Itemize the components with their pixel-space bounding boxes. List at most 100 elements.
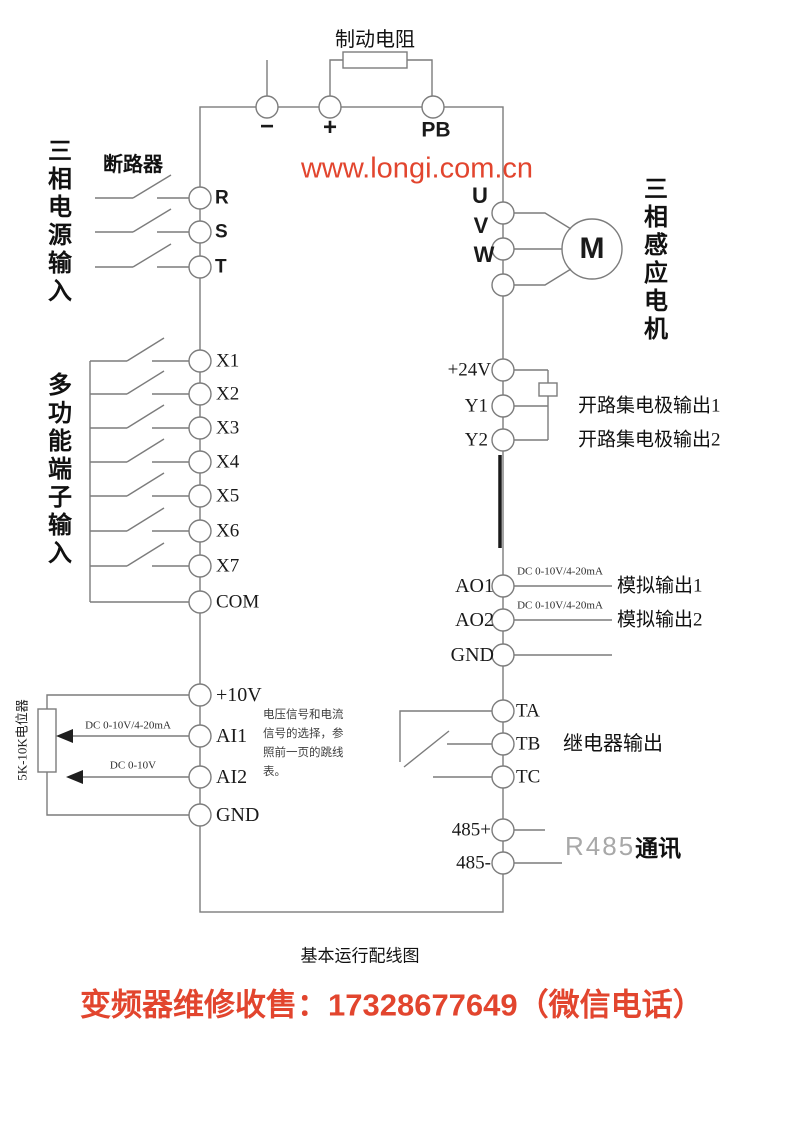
ao2-signal-label: DC 0-10V/4-20mA (517, 599, 603, 612)
comm-label-suffix: 通讯 (635, 836, 682, 861)
terminal-s-label: S (215, 221, 228, 243)
terminal-x7-circle (188, 554, 212, 578)
terminal-ao2-circle (491, 608, 515, 632)
comm-label: R485 通讯 (565, 829, 681, 863)
terminal-x3-label: X3 (216, 417, 240, 439)
terminal-y1-label: Y1 (464, 395, 488, 417)
relay-wiring (399, 710, 492, 778)
ai2-signal-label: DC 0-10V (109, 759, 157, 772)
relay-output-label: 继电器输出 (563, 733, 663, 755)
terminal-x3-circle (188, 416, 212, 440)
terminal-x1-circle (188, 349, 212, 373)
signal-arrowheads (56, 729, 83, 784)
terminal-x2-circle (188, 382, 212, 406)
terminal-minus-circle (255, 95, 279, 119)
contact-banner: 变频器维修收售：17328677649（微信电话） (80, 987, 704, 1023)
terminal-x7-label: X7 (216, 555, 240, 577)
terminal-ta-circle (491, 699, 515, 723)
terminal-x4-label: X4 (216, 451, 240, 473)
terminal-x6-label: X6 (216, 520, 240, 542)
terminal-pb-circle (421, 95, 445, 119)
terminal-ao1-label: AO1 (455, 575, 494, 597)
collector-output1-label: 开路集电极输出1 (578, 395, 721, 417)
comm-label-prefix: R485 (565, 830, 636, 861)
potentiometer-label: 5K-10K电位器 (14, 699, 30, 781)
terminal-10v-label: +10V (216, 684, 262, 706)
terminal-circles (188, 95, 515, 875)
terminal-ai2-circle (188, 765, 212, 789)
terminal-ao1-circle (491, 574, 515, 598)
terminal-r-circle (188, 186, 212, 210)
terminal-gnd-right-label: GND (450, 644, 494, 666)
terminal-ao2-label: AO2 (455, 609, 494, 631)
terminal-r-label: R (215, 187, 229, 209)
terminal-x5-circle (188, 484, 212, 508)
motor-wiring (514, 212, 623, 286)
terminal-v-circle (491, 237, 515, 261)
breaker-label: 断路器 (103, 154, 163, 176)
terminal-gnd-left-circle (188, 803, 212, 827)
terminal-ta-label: TA (516, 700, 540, 722)
ao1-signal-label: DC 0-10V/4-20mA (517, 565, 603, 578)
terminal-t-label: T (215, 256, 227, 278)
wiring-lines (37, 51, 623, 913)
power-input-group-label: 三相电源输入 (43, 138, 71, 306)
terminal-ai1-label: AI1 (216, 725, 248, 747)
potentiometer-wiring (37, 694, 189, 816)
terminal-t-circle (188, 255, 212, 279)
diagram-caption: 基本运行配线图 (300, 946, 420, 966)
terminal-plus-label: + (322, 114, 338, 141)
jumper-note: 电压信号和电流信号的选择，参照前一页的跳线表。 (263, 709, 344, 778)
terminal-tb-label: TB (516, 733, 541, 755)
terminal-plus-circle (318, 95, 342, 119)
brake-resistor-label: 制动电阻 (335, 29, 415, 51)
terminal-ai2-label: AI2 (216, 766, 248, 788)
terminal-y2-label: Y2 (464, 429, 488, 451)
digital-input-switches (89, 337, 189, 603)
multi-function-group-label: 多功能端子输入 (43, 372, 71, 568)
collector-output2-label: 开路集电极输出2 (578, 429, 721, 451)
terminal-gnd-left-label: GND (216, 804, 260, 826)
inverter-body-outline (199, 106, 504, 913)
terminal-485n-label: 485- (456, 852, 491, 874)
motor-group-label: 三相感应电机 (639, 176, 667, 344)
terminal-tb-circle (491, 732, 515, 756)
ai1-signal-label: DC 0-10V/4-20mA (85, 719, 171, 732)
terminal-com-label: COM (216, 591, 260, 613)
terminal-x4-circle (188, 450, 212, 474)
terminal-w-circle (491, 273, 515, 297)
motor-circle (561, 218, 623, 280)
analog-output1-label: 模拟输出1 (617, 575, 703, 597)
terminal-pb-label: PB (421, 118, 451, 142)
terminal-485p-circle (491, 818, 515, 842)
analog-output-wiring (514, 585, 612, 656)
collector-output-wiring (514, 369, 558, 441)
brake-resistor-box (342, 51, 408, 69)
terminal-com-circle (188, 590, 212, 614)
terminal-24v-circle (491, 358, 515, 382)
terminal-u-label: U (472, 183, 488, 208)
terminal-ai1-circle (188, 724, 212, 748)
terminal-x6-circle (188, 519, 212, 543)
ai1-arrowhead-icon (56, 729, 73, 743)
terminal-24v-label: +24V (447, 359, 491, 381)
terminal-minus-label: − (259, 113, 275, 140)
terminal-10v-circle (188, 683, 212, 707)
terminal-tc-circle (491, 765, 515, 789)
terminal-x2-label: X2 (216, 383, 240, 405)
terminal-u-circle (491, 201, 515, 225)
terminal-v-label: V (473, 213, 489, 238)
comm-wiring (514, 829, 562, 864)
breaker-switches (95, 174, 189, 268)
brake-resistor-wiring (266, 51, 433, 96)
terminal-485n-circle (491, 851, 515, 875)
website-watermark: www.longi.com.cn (300, 152, 534, 185)
terminal-gnd-right-circle (491, 643, 515, 667)
terminal-x1-label: X1 (216, 350, 240, 372)
terminal-y2-circle (491, 428, 515, 452)
motor-letter: M (579, 232, 605, 265)
terminal-s-circle (188, 220, 212, 244)
terminal-tc-label: TC (516, 766, 541, 788)
terminal-x5-label: X5 (216, 485, 240, 507)
